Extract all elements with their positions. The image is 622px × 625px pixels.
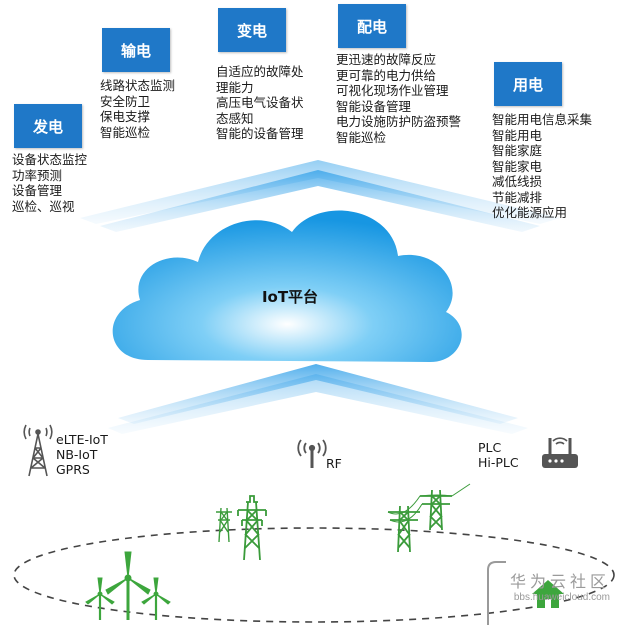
list-item: 功率预测 bbox=[12, 167, 63, 183]
list-item: Hi-PLC bbox=[478, 455, 519, 470]
list-item: 智能家庭 bbox=[492, 143, 543, 158]
power-pylon-icon bbox=[420, 489, 452, 531]
list-item: 线路状态监测 bbox=[100, 78, 176, 93]
power-lines bbox=[387, 483, 471, 523]
list-item: 巡检、巡视 bbox=[12, 198, 75, 214]
ground-ellipse bbox=[13, 527, 615, 623]
rf-antenna-icon bbox=[297, 439, 327, 468]
list-item: 智能设备管理 bbox=[336, 98, 412, 114]
list-item: 减低线损 bbox=[492, 174, 543, 189]
category-list-peidian: 更迅速的故障反应 更可靠的电力供给 可视化现场作业管理 智能设备管理 电力设施防… bbox=[336, 52, 461, 145]
list-item: 高压电气设备状 bbox=[216, 95, 304, 110]
cloud-shape bbox=[112, 210, 462, 362]
list-item: 智能的设备管理 bbox=[216, 126, 304, 141]
street-lamp-icon bbox=[487, 561, 506, 625]
list-item: 可视化现场作业管理 bbox=[336, 83, 449, 98]
list-item: 智能用电信息采集 bbox=[492, 112, 593, 127]
plc-router-icon bbox=[542, 437, 578, 468]
lower-arrow bbox=[108, 364, 528, 434]
category-box-shudian: 输电 bbox=[102, 28, 170, 72]
list-item: NB-IoT bbox=[56, 447, 98, 462]
category-box-fadian: 发电 bbox=[14, 104, 82, 148]
watermark-url: bbs.huaweicloud.com bbox=[513, 592, 610, 603]
list-item: 态感知 bbox=[216, 110, 254, 126]
list-item: 更可靠的电力供给 bbox=[336, 67, 437, 83]
list-item: 安全防卫 bbox=[100, 93, 151, 109]
house-icon bbox=[532, 580, 564, 608]
list-item: 电力设施防护防盗预警 bbox=[336, 114, 462, 129]
power-pylon-icon bbox=[216, 507, 232, 543]
watermark: 华为云社区 bbs.huaweicloud.com bbox=[510, 568, 610, 603]
list-item: 设备状态监控 bbox=[12, 152, 88, 167]
list-item: 理能力 bbox=[216, 79, 254, 95]
category-list-fadian: 设备状态监控 功率预测 设备管理 巡检、巡视 bbox=[12, 152, 87, 214]
list-item: 保电支撑 bbox=[100, 109, 151, 124]
power-pylon-icon bbox=[237, 495, 267, 561]
list-item: 节能减排 bbox=[492, 189, 543, 205]
category-list-biandian: 自适应的故障处 理能力 高压电气设备状 态感知 智能的设备管理 bbox=[216, 64, 304, 142]
cellular-network-list: eLTE-IoT NB-IoT GPRS bbox=[56, 432, 108, 477]
list-item: 智能巡检 bbox=[100, 124, 151, 140]
iot-platform-label: IoT平台 bbox=[261, 288, 319, 306]
category-list-shudian: 线路状态监测 安全防卫 保电支撑 智能巡检 bbox=[100, 78, 175, 140]
list-item: eLTE-IoT bbox=[56, 432, 108, 447]
list-item: 更迅速的故障反应 bbox=[336, 52, 437, 67]
list-item: 自适应的故障处 bbox=[216, 64, 304, 79]
list-item: 智能用电 bbox=[492, 127, 543, 143]
list-item: GPRS bbox=[56, 462, 90, 477]
rf-label: RF bbox=[326, 456, 342, 471]
cell-tower-icon bbox=[23, 424, 53, 477]
wind-turbine-icon bbox=[105, 551, 151, 620]
category-box-yongdian: 用电 bbox=[494, 62, 562, 106]
list-item: 智能家电 bbox=[492, 158, 543, 174]
category-list-yongdian: 智能用电信息采集 智能用电 智能家庭 智能家电 减低线损 节能减排 优化能源应用 bbox=[492, 112, 592, 221]
watermark-text: 华为云社区 bbox=[509, 572, 610, 591]
list-item: 优化能源应用 bbox=[492, 205, 568, 220]
wind-turbine-icon bbox=[85, 577, 115, 620]
category-box-peidian: 配电 bbox=[338, 4, 406, 48]
category-box-biandian: 变电 bbox=[218, 8, 286, 52]
wind-turbine-icon bbox=[141, 577, 171, 620]
plc-network-list: PLC Hi-PLC bbox=[478, 440, 519, 470]
list-item: PLC bbox=[478, 440, 502, 455]
upper-arrow bbox=[80, 160, 560, 232]
list-item: 设备管理 bbox=[12, 183, 63, 198]
list-item: 智能巡检 bbox=[336, 129, 387, 145]
